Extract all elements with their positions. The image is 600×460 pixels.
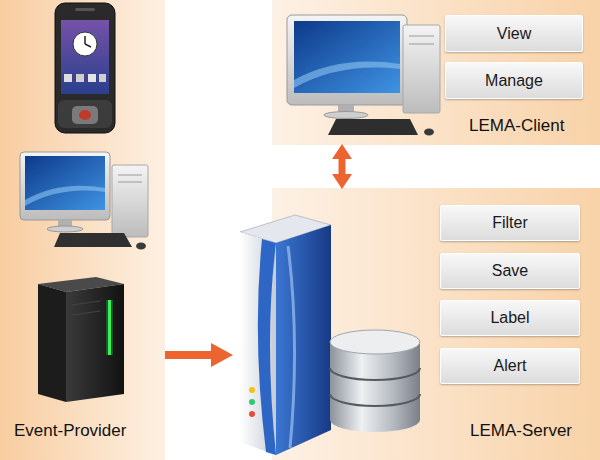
desktop-computer-icon [20,152,110,220]
phone-icon [99,74,106,82]
flow-arrow [165,351,211,359]
function-button: View [445,15,583,52]
phone-icon [64,74,72,82]
client-computer-icon [409,36,434,37]
button-label: Save [492,261,528,280]
function-button: Alert [440,348,580,384]
system-panel: LEMA-Server FilterSaveLabelAlert [232,188,600,460]
client-computer-icon [294,62,400,88]
function-button: Save [440,253,580,289]
lema-server-icon [276,225,331,455]
system-panel: LEMA-Client ViewManage [272,0,600,145]
server-tower-icon [72,301,100,305]
panel-label: Event-Provider [14,421,126,441]
phone-icon [88,74,96,82]
phone-icon [61,20,109,94]
phone-icon [58,100,112,128]
desktop-computer-icon [47,226,83,232]
flow-arrow [339,159,346,174]
server-tower-icon [106,300,113,355]
lema-server-icon [249,399,255,405]
desktop-computer-icon [25,186,105,206]
lema-server-icon [240,215,331,455]
database-icon [330,330,420,432]
phone-icon [76,74,84,82]
panel-background [272,0,600,145]
phone-icon [55,3,115,133]
database-icon [330,368,420,380]
lema-server-icon [249,411,255,417]
phone-icon [72,106,98,124]
client-computer-icon [287,15,440,136]
server-tower-icon [72,311,100,315]
function-button: Label [440,300,580,336]
client-computer-icon [403,25,440,113]
desktop-computer-icon [136,243,146,250]
button-label: Alert [494,356,527,375]
panel-label: LEMA-Server [470,421,572,441]
client-computer-icon [287,15,407,105]
phone-icon [79,110,91,120]
server-tower-icon [38,277,124,402]
button-label: Filter [492,213,528,232]
desktop-computer-icon [118,175,142,176]
phone-icon [75,8,95,11]
desktop-computer-icon [54,233,132,247]
desktop-computer-icon [112,165,148,237]
phone-icon [84,36,86,44]
lema-server-icon [249,387,255,393]
panel-label: LEMA-Client [469,116,564,136]
database-icon [330,408,420,432]
button-label: Manage [485,71,543,90]
desktop-computer-icon [25,156,105,210]
button-label: View [497,24,531,43]
desktop-computer-icon [20,152,148,250]
function-button: Manage [445,62,583,99]
desktop-computer-icon [118,182,142,183]
database-icon [330,330,420,354]
client-computer-icon [424,129,434,136]
system-panel: Event-Provider [0,0,165,460]
client-computer-icon [328,119,418,135]
client-computer-icon [409,44,434,45]
client-computer-icon [294,21,400,93]
phone-icon [85,44,91,47]
lema-server-icon [288,246,295,448]
lema-server-icon [258,239,276,455]
phone-icon [55,3,115,133]
button-label: Label [490,308,529,327]
phone-icon [73,32,97,56]
function-button: Filter [440,205,580,241]
client-computer-icon [324,112,368,119]
panel-background [0,0,165,460]
server-tower-icon [38,284,66,402]
lema-server-icon [240,232,276,455]
panel-background [272,188,600,460]
database-icon [330,394,420,406]
server-tower-icon [66,284,124,402]
